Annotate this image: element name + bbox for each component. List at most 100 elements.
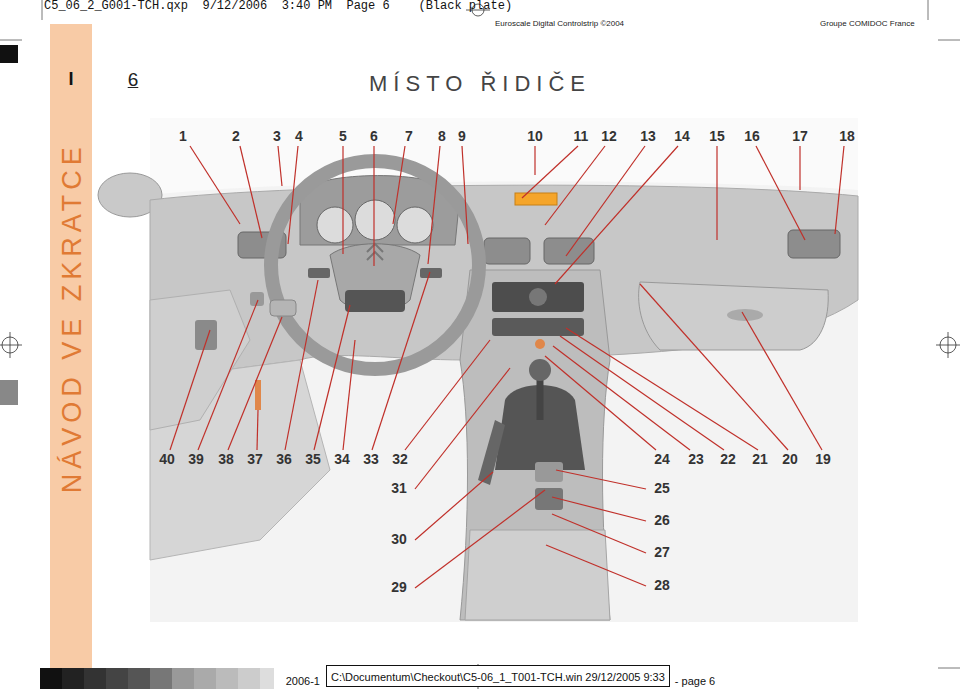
callout-number: 36 <box>276 452 292 467</box>
illustration-part <box>799 146 800 190</box>
callout-number: 2 <box>232 129 240 144</box>
illustration-part <box>492 282 584 312</box>
illustration-part <box>552 514 646 553</box>
illustration-part <box>10 332 11 358</box>
callout-number: 30 <box>391 532 407 547</box>
callout-number: 19 <box>815 452 831 467</box>
illustration-part <box>172 668 194 689</box>
illustration-part <box>727 309 763 321</box>
illustration-part <box>228 317 282 450</box>
illustration-part <box>106 668 128 689</box>
illustration-part <box>529 359 551 381</box>
illustration-part <box>415 472 493 540</box>
illustration-part <box>465 530 610 620</box>
illustration-part <box>0 45 18 63</box>
illustration-part <box>40 668 62 689</box>
illustration-part <box>240 146 262 238</box>
callout-number: 10 <box>527 129 543 144</box>
page-ref: - page 6 <box>675 675 715 687</box>
illustration-part <box>314 305 350 450</box>
illustration-part <box>835 146 844 234</box>
illustration-part <box>560 336 724 450</box>
callout-number: 16 <box>744 129 760 144</box>
callout-number: 5 <box>339 129 347 144</box>
callout-number: 31 <box>391 481 407 496</box>
file-path: C:\Documentum\Checkout\C5-06_1_T001-TCH.… <box>331 671 665 683</box>
control-strip-note: Euroscale Digital Controlstrip ©2004 <box>495 20 624 29</box>
callout-number: 9 <box>458 129 466 144</box>
illustration-part <box>84 668 106 689</box>
callout-number: 7 <box>405 129 413 144</box>
illustration-part <box>546 545 646 586</box>
illustration-part <box>345 290 405 312</box>
publisher-note: Groupe COMIDOC France <box>820 20 915 29</box>
illustration-part <box>938 668 960 669</box>
callout-number: 32 <box>392 452 408 467</box>
callout-number: 4 <box>295 129 303 144</box>
illustration-part <box>271 161 479 369</box>
print-date: 2006-1 <box>286 675 320 687</box>
illustration-part <box>355 200 395 240</box>
callout-number: 24 <box>654 452 670 467</box>
callout-number: 13 <box>640 129 656 144</box>
illustration-part <box>62 668 84 689</box>
illustration-part <box>534 146 535 175</box>
callout-number: 34 <box>334 452 350 467</box>
illustration-part <box>515 193 557 205</box>
callout-number: 11 <box>574 129 589 144</box>
illustration-part <box>372 272 430 450</box>
illustration-part <box>367 244 383 260</box>
illustration-part <box>948 332 949 358</box>
callout-number: 26 <box>654 513 670 528</box>
illustration-part <box>0 4 960 689</box>
illustration-part <box>278 146 282 186</box>
illustration-part <box>566 146 645 256</box>
illustration-part <box>128 668 150 689</box>
illustration-part <box>190 146 240 224</box>
illustration-part <box>639 282 829 350</box>
illustration-part <box>545 356 656 450</box>
callout-number: 35 <box>305 452 321 467</box>
illustration-part <box>788 230 840 258</box>
callout-number: 38 <box>218 452 234 467</box>
illustration-part <box>552 497 646 521</box>
page-title: MÍSTO ŘIDIČE <box>369 72 591 96</box>
illustration-part <box>566 328 758 450</box>
illustration-part <box>343 340 355 450</box>
callout-number: 40 <box>159 452 175 467</box>
file-path-box: C:\Documentum\Checkout\C5-06_1_T001-TCH.… <box>326 665 670 687</box>
illustration-part <box>460 270 610 620</box>
illustration-part <box>195 320 217 350</box>
illustration-part <box>716 146 717 240</box>
callout-number: 37 <box>247 452 263 467</box>
illustration-part <box>928 0 929 20</box>
illustration-part <box>556 470 646 489</box>
illustration-part <box>553 346 690 450</box>
callout-number: 1 <box>179 129 187 144</box>
dashboard-drawing <box>98 118 858 622</box>
illustration-part <box>238 668 260 689</box>
illustration-part <box>255 380 261 410</box>
callout-number: 21 <box>752 452 768 467</box>
illustration-part <box>522 146 578 198</box>
illustration-part <box>405 340 490 450</box>
illustration-part <box>545 146 605 225</box>
callout-number: 18 <box>839 129 855 144</box>
illustration-part <box>42 0 43 20</box>
illustration-part <box>938 40 960 41</box>
illustration-part <box>535 462 563 482</box>
illustration-part <box>308 268 330 278</box>
illustration-part <box>216 668 238 689</box>
callout-number: 28 <box>654 578 670 593</box>
leader-lines <box>170 146 844 588</box>
illustration-part <box>393 146 405 224</box>
page-number: 6 <box>128 70 139 91</box>
callout-number: 33 <box>363 452 379 467</box>
illustration-part <box>742 312 822 450</box>
illustration-part <box>373 146 374 266</box>
illustration-part <box>484 238 530 264</box>
illustration-part <box>198 300 258 450</box>
